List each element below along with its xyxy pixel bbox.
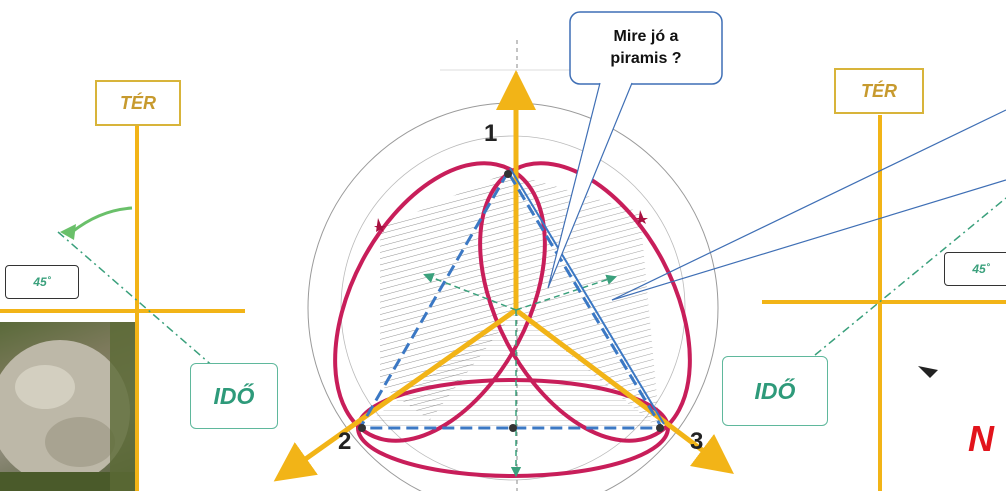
hatched-face-bottom (360, 310, 660, 428)
left-rotation-arrowhead (60, 224, 76, 240)
left-spacetime-panel (0, 120, 245, 491)
star-mark-right (636, 210, 648, 224)
callout-box (569, 11, 723, 85)
vertex-dot-bottom (509, 424, 517, 432)
left-space-label: TÉR (95, 80, 181, 126)
right-time-label: IDŐ (722, 356, 828, 426)
star-mark-left (374, 218, 386, 232)
left-rotation-arc (71, 206, 133, 234)
stone-sphere-photo (0, 322, 135, 491)
right-pointer-upper (611, 109, 1006, 301)
callout-pointer (547, 82, 633, 289)
blue-solid-edge (509, 167, 665, 425)
left-time-label: IDŐ (190, 363, 278, 429)
yellow-axis-left (273, 307, 518, 482)
vertex-label-2: 2 (338, 428, 352, 455)
right-spacetime-panel (762, 115, 1006, 491)
vertex-dot-top (504, 170, 512, 178)
blue-dashed-triangle (357, 169, 665, 430)
left-angle-label: 45˚ (5, 265, 79, 299)
callout-line-2: piramis ? (610, 50, 682, 67)
vertex-label-3: 3 (690, 428, 704, 455)
right-pointer-lower (611, 179, 1006, 301)
green-arrow-upleft (423, 272, 517, 311)
vertex-dot-right (656, 424, 664, 432)
yellow-axis-right (514, 308, 734, 475)
right-angle-label: 45˚ (944, 252, 1006, 286)
right-small-mark (918, 366, 938, 378)
central-construction (273, 40, 734, 491)
callout-text: Mire jó a piramis ? (572, 14, 720, 82)
callout-line-1: Mire jó a (613, 28, 679, 45)
green-arrow-upright (515, 274, 617, 311)
right-space-label: TÉR (834, 68, 924, 114)
vertex-label-1: 1 (484, 120, 498, 147)
cut-off-red-text: N (968, 418, 994, 459)
left-time-axis (57, 231, 216, 369)
vertex-dot-left (358, 424, 366, 432)
right-time-axis (814, 197, 1006, 356)
